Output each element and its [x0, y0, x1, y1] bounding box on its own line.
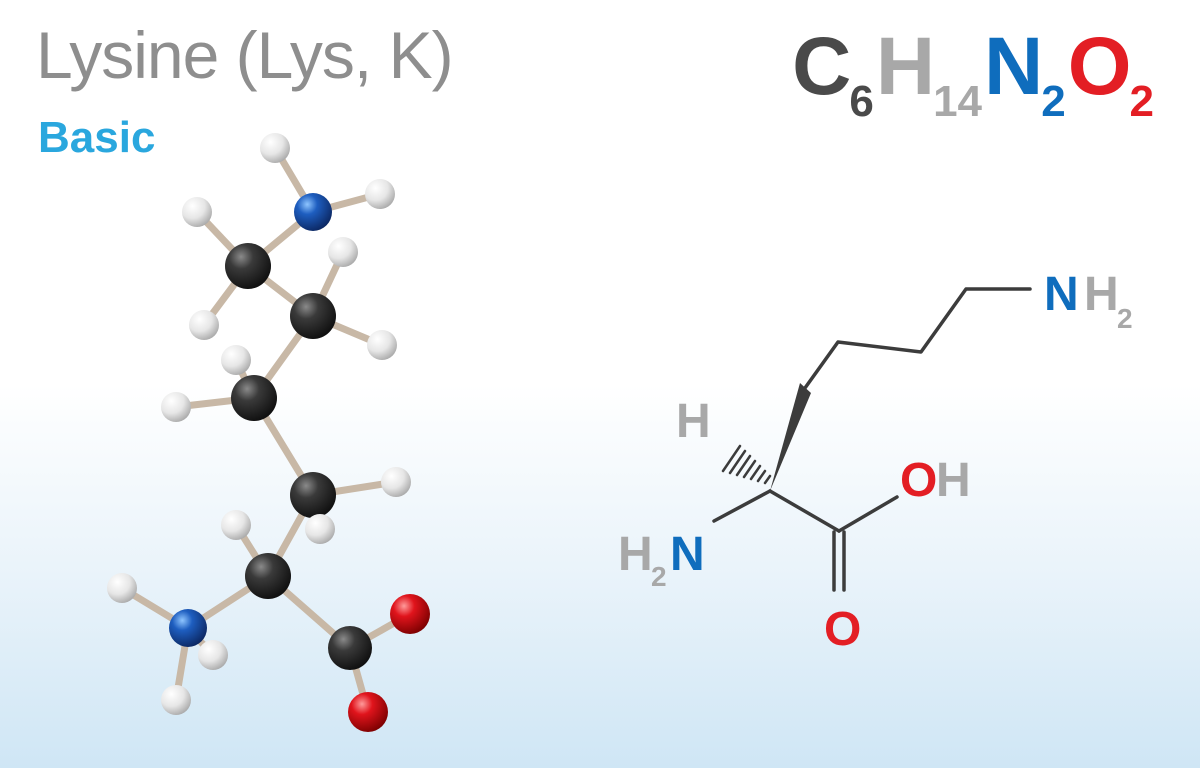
wedge-bond	[770, 383, 811, 491]
carbon-atom	[245, 553, 291, 599]
carbon-atom	[290, 293, 336, 339]
carbon-atom	[328, 626, 372, 670]
skeletal-bonds	[712, 287, 1032, 592]
hydrogen-atom	[381, 467, 411, 497]
carboxyl-carbon-bond	[768, 489, 841, 533]
skeletal-formula: N H 2 H H 2 N O H O	[618, 268, 1133, 656]
side-chain-bonds	[803, 287, 1032, 390]
page-title: Lysine (Lys, K)	[36, 18, 454, 92]
hashed-bond	[721, 444, 772, 485]
alpha-amine-nitrogen-label: N	[670, 528, 705, 581]
hydrogen-atom	[107, 573, 137, 603]
carbon-atom	[290, 472, 336, 518]
carbonyl-oxygen-label: O	[824, 603, 861, 656]
hydrogen-atom	[260, 133, 290, 163]
hydrogen-atom	[221, 510, 251, 540]
hydrogen-atom	[305, 514, 335, 544]
oxygen-atom	[390, 594, 430, 634]
hydroxyl-hydrogen-label: H	[936, 454, 971, 507]
alpha-amine-bond	[712, 489, 772, 523]
ball-and-stick-model	[107, 133, 430, 732]
hydrogen-atom	[365, 179, 395, 209]
formula-element-oxygen: O2	[1067, 21, 1154, 126]
bonds	[118, 144, 414, 716]
hydrogen-atom	[367, 330, 397, 360]
hydrogen-atom	[161, 685, 191, 715]
formula-element-hydrogen: H14	[875, 21, 983, 126]
hydrogen-atom	[182, 197, 212, 227]
alpha-amine-hydrogen-label: H	[618, 528, 653, 581]
hydrogen-atom	[161, 392, 191, 422]
hydrogen-atom	[189, 310, 219, 340]
formula-element-nitrogen: N2	[984, 21, 1066, 126]
side-chain-hydrogen-label: H	[1084, 268, 1119, 321]
hydrogen-atom	[221, 345, 251, 375]
carbon-atom	[231, 375, 277, 421]
molecular-formula: C6H14N2O2	[792, 21, 1156, 126]
hydrogen-atom	[198, 640, 228, 670]
alpha-amine-hydrogen-subscript: 2	[651, 561, 667, 592]
hydrogen-atom	[328, 237, 358, 267]
atoms	[107, 133, 430, 732]
hydroxyl-oxygen-label: O	[900, 454, 937, 507]
hydroxyl-bond	[837, 495, 899, 533]
oxygen-atom	[348, 692, 388, 732]
side-chain-nitrogen-label: N	[1044, 268, 1079, 321]
alpha-hydrogen-label: H	[676, 395, 711, 448]
category-label: Basic	[38, 113, 156, 162]
carbon-atom	[225, 243, 271, 289]
nitrogen-atom	[294, 193, 332, 231]
side-chain-hydrogen-subscript: 2	[1117, 303, 1133, 334]
formula-element-carbon: C6	[792, 21, 874, 126]
nitrogen-atom	[169, 609, 207, 647]
